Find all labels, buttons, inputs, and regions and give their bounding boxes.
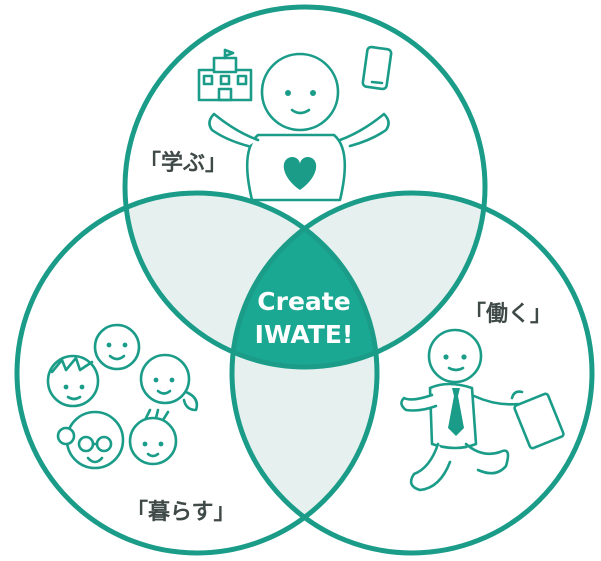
circle-kurasu — [14, 190, 380, 556]
overlap-center — [232, 193, 377, 367]
heart-icon — [283, 157, 317, 190]
necktie-icon — [448, 388, 464, 436]
center-text-iwate: IWATE! — [255, 320, 354, 349]
family-faces-icon — [46, 323, 199, 470]
center-text-create: Create — [257, 287, 350, 316]
circle-manabu — [122, 4, 488, 370]
label-manabu: 「学ぶ」 — [139, 150, 227, 176]
briefcase-icon — [510, 390, 565, 450]
businessman-icon — [400, 328, 520, 492]
person-icon — [208, 52, 390, 202]
circle-hataraku — [229, 190, 595, 556]
label-kurasu: 「暮らす」 — [126, 500, 236, 525]
smartphone-icon — [361, 45, 393, 91]
label-hataraku: 「働く」 — [464, 301, 552, 327]
school-building-icon — [197, 48, 253, 102]
